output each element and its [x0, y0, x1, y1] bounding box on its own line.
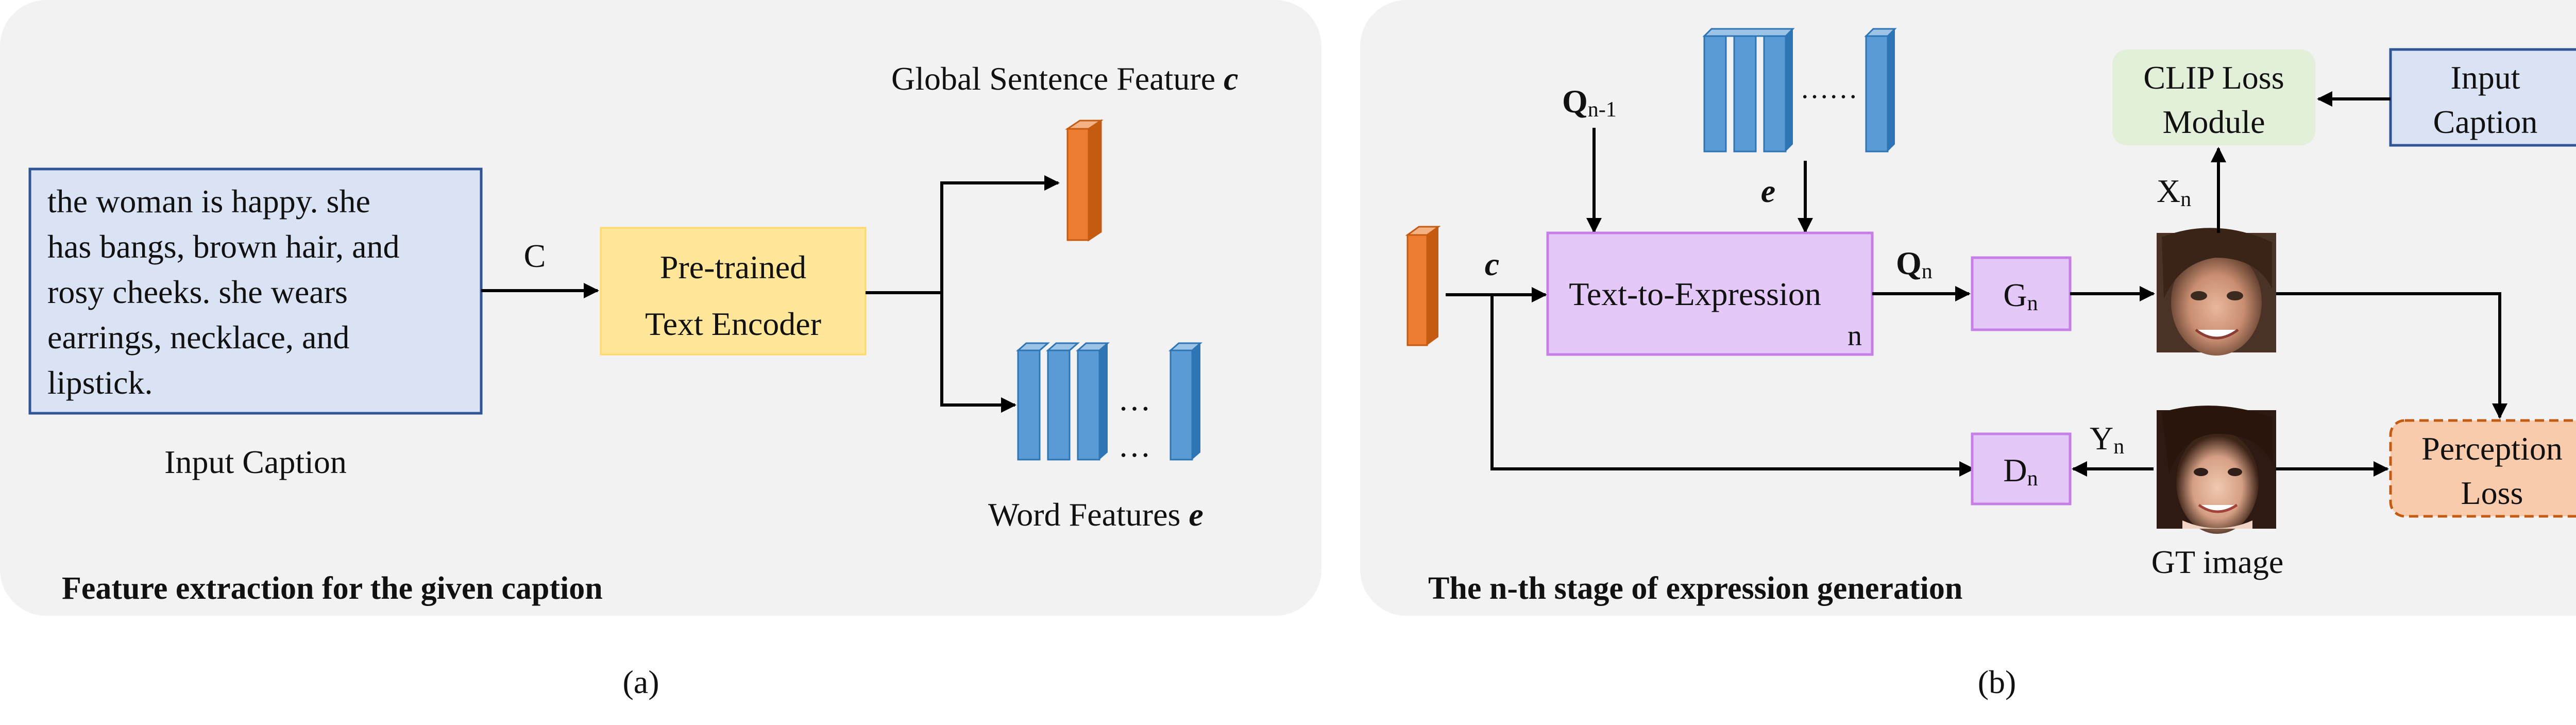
panel-a-title: Feature extraction for the given caption [62, 571, 603, 606]
generated-face-image [2157, 228, 2276, 356]
word-features-label: Word Features e [988, 496, 1204, 533]
discriminator-label: Dn [2003, 452, 2038, 491]
clip-loss-box [2112, 49, 2315, 145]
encoder-label-line-1: Pre-trained [660, 249, 806, 285]
text-encoder-box [600, 227, 867, 356]
q-n-label: Qn [1896, 245, 1933, 283]
arrow-to-global-feature [940, 175, 1060, 293]
word-feature-ellipsis-1: … [1118, 381, 1151, 417]
word-feature-stack-top [1702, 28, 1897, 153]
e-symbol-b: e [1761, 173, 1775, 209]
word-feature-bar-2 [1046, 342, 1080, 461]
q-prev-label: Qn-1 [1562, 83, 1617, 122]
generator-label: Gn [2003, 277, 2038, 315]
word-features-symbol: e [1189, 496, 1203, 533]
word-feature-bar-3 [1076, 342, 1110, 461]
input-caption-box-b [2389, 48, 2576, 147]
c-symbol-b: c [1485, 246, 1499, 282]
clip-label-line-2: Module [2162, 104, 2265, 140]
caption-line-2: has bangs, brown hair, and [47, 228, 400, 265]
global-feature-symbol: c [1224, 60, 1238, 97]
caption-line-1: the woman is happy. she [47, 183, 370, 220]
x-n-label: Xn [2157, 173, 2191, 211]
word-feature-bar-last [1168, 342, 1202, 461]
input-caption-b-line-1: Input [2450, 59, 2520, 96]
global-feature-bar-b [1405, 226, 1441, 346]
word-feature-dots: …… [1800, 73, 1858, 105]
encoder-label-line-2: Text Encoder [645, 306, 821, 342]
input-caption-b-line-2: Caption [2433, 104, 2538, 140]
word-feature-bar-1 [1016, 342, 1050, 461]
arrow-to-word-features [940, 293, 1016, 413]
y-n-label: Yn [2090, 420, 2124, 459]
global-feature-bar [1065, 119, 1104, 242]
panel-a-sublabel: (a) [622, 664, 659, 700]
panel-b-title: The n-th stage of expression generation [1428, 571, 1962, 606]
caption-line-3: rosy cheeks. she wears [47, 274, 348, 310]
panel-b-sublabel: (b) [1978, 664, 2016, 700]
perception-label-line-2: Loss [2461, 475, 2523, 511]
clip-label-line-1: CLIP Loss [2143, 59, 2284, 96]
global-feature-label: Global Sentence Feature c [891, 60, 1239, 97]
input-caption-label: Input Caption [164, 444, 347, 480]
image-to-perception-line [2276, 292, 2507, 419]
text-to-expression-box [1546, 231, 1874, 356]
gt-face-image [2157, 406, 2276, 534]
perception-label-line-1: Perception [2421, 430, 2563, 467]
t2e-sub: n [1848, 320, 1862, 352]
arrow-label-c: C [524, 238, 546, 274]
c-to-discriminator-line [1490, 295, 1975, 477]
discriminator-box [1971, 432, 2072, 505]
word-feature-ellipsis-2: … [1118, 427, 1151, 464]
caption-line-4: earrings, necklace, and [47, 319, 349, 356]
perception-loss-box [2389, 419, 2576, 518]
caption-line-5: lipstick. [47, 364, 152, 401]
t2e-label: Text-to-Expression [1569, 276, 1821, 312]
gt-image-label: GT image [2151, 544, 2284, 580]
